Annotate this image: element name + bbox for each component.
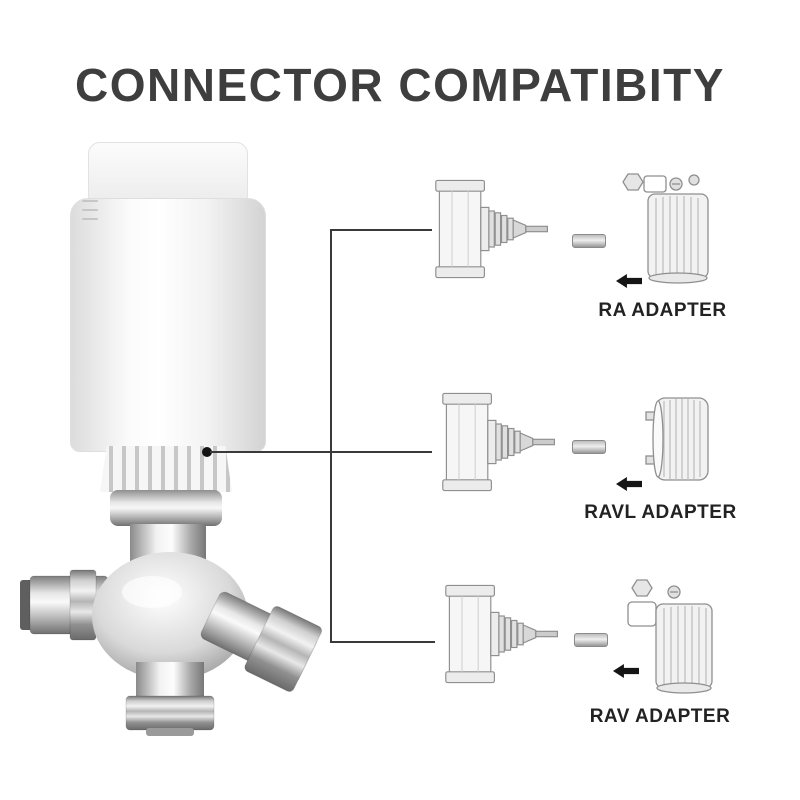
ra-adapter-illustration xyxy=(622,173,709,284)
rav-adapter-illustration xyxy=(627,579,713,694)
vent-line xyxy=(82,209,98,211)
connector-line-top xyxy=(330,229,432,231)
connector-line-middle xyxy=(210,451,432,453)
connector-line-bottom xyxy=(330,641,435,643)
ravl-adapter-illustration xyxy=(645,397,709,481)
valve-fitting-illustration xyxy=(435,179,548,279)
valve-fitting-illustration xyxy=(445,584,558,684)
actuator-top-cap xyxy=(88,142,248,204)
thermostatic-actuator-photo xyxy=(12,138,332,738)
adapter-pin xyxy=(572,440,606,454)
adapter-pin xyxy=(574,633,608,647)
connector-dot xyxy=(202,447,212,457)
connector-line-vertical xyxy=(330,229,332,643)
radiator-valve-body-illustration xyxy=(20,524,323,736)
adapter-label-rav: RAV ADAPTER xyxy=(589,706,731,727)
page-title: CONNECTOR COMPATIBITY xyxy=(75,59,725,111)
vent-line xyxy=(82,200,98,202)
adapter-pin xyxy=(572,234,606,248)
valve-fitting-illustration xyxy=(442,392,555,492)
actuator-body xyxy=(70,198,266,452)
vent-line xyxy=(82,218,98,220)
adapter-label-ravl: RAVL ADAPTER xyxy=(584,502,737,523)
actuator-mounting-ring xyxy=(110,490,222,526)
adapter-label-ra: RA ADAPTER xyxy=(598,300,727,321)
